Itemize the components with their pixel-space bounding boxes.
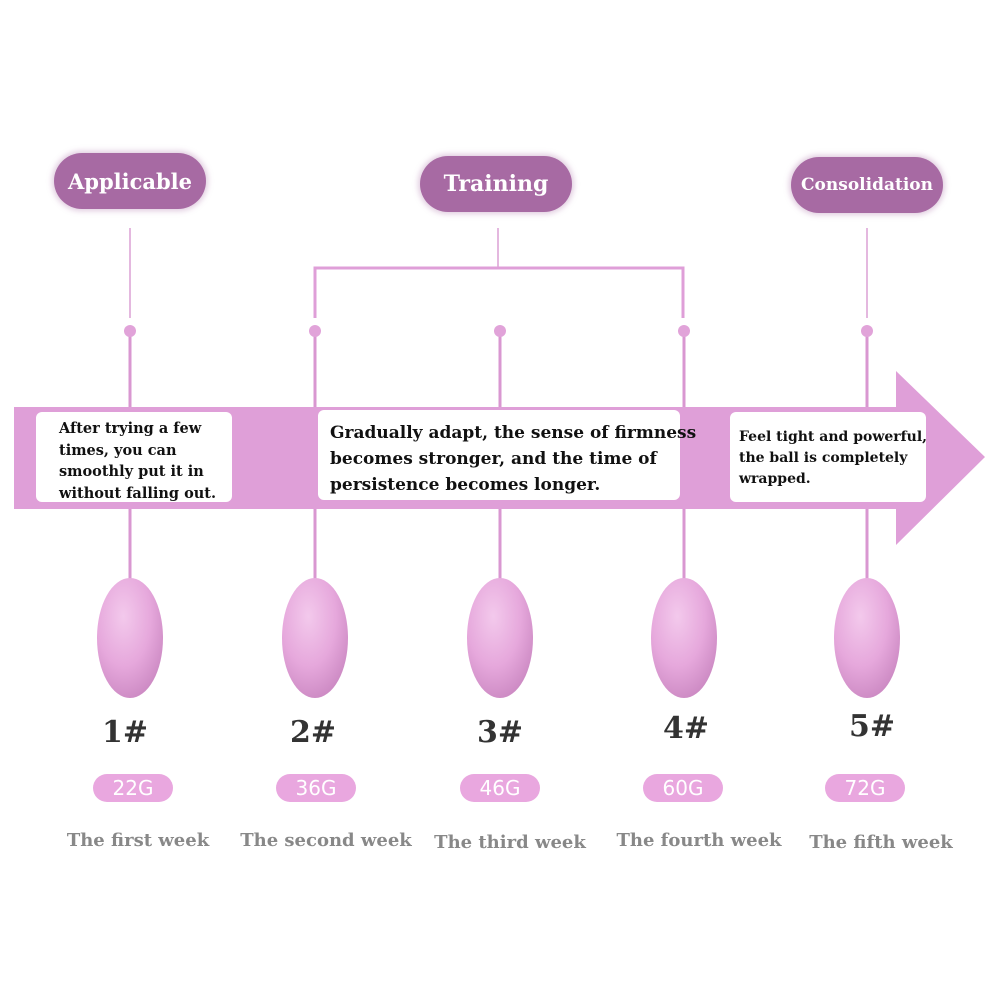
week-label: The third week — [434, 832, 586, 853]
phase-applicable-label: Applicable — [54, 153, 206, 209]
note-line: times, you can — [59, 441, 177, 459]
note-line: wrapped. — [739, 471, 811, 487]
ball-number: 2# — [289, 715, 336, 750]
ball-number: 5# — [848, 709, 895, 744]
stem-knobs — [124, 325, 873, 337]
applicable-note: After trying a few times, you can smooth… — [36, 412, 232, 502]
ball-number: 3# — [476, 715, 523, 750]
note-line: becomes stronger, and the time of — [330, 449, 657, 469]
note-line: the ball is completely — [739, 450, 908, 466]
note-line: persistence becomes longer. — [330, 475, 601, 495]
phase-consolidation-label: Consolidation — [791, 157, 943, 213]
note-line: Gradually adapt, the sense of firmness — [330, 423, 697, 443]
ball-2-shape — [282, 578, 348, 698]
week-label: The first week — [66, 830, 210, 851]
ball-1-shape — [97, 578, 163, 698]
weight-badge: 60G — [643, 774, 723, 802]
note-line: without falling out. — [59, 484, 217, 502]
consolidation-note: Feel tight and powerful, the ball is com… — [730, 412, 928, 502]
week-label: The second week — [240, 830, 412, 851]
ball-3-shape — [467, 578, 533, 698]
weight-badge: 72G — [825, 774, 905, 802]
weight-badge: 22G — [93, 774, 173, 802]
note-line: After trying a few — [59, 420, 202, 437]
ball-5-shape — [834, 578, 900, 698]
training-bracket — [313, 266, 685, 318]
ball-4-shape — [651, 578, 717, 698]
note-line: Feel tight and powerful, — [739, 429, 928, 445]
weight-badge: 36G — [276, 774, 356, 802]
ball-number: 4# — [662, 711, 709, 746]
training-note: Gradually adapt, the sense of firmness b… — [318, 410, 697, 500]
weight-badge: 46G — [460, 774, 540, 802]
lower-stems — [128, 509, 869, 585]
phase-training-label: Training — [420, 156, 572, 212]
upper-stems — [128, 332, 869, 410]
ball-number: 1# — [101, 715, 148, 750]
note-line: smoothly put it in — [59, 463, 204, 480]
week-label: The fifth week — [809, 832, 953, 853]
week-label: The fourth week — [616, 830, 782, 851]
